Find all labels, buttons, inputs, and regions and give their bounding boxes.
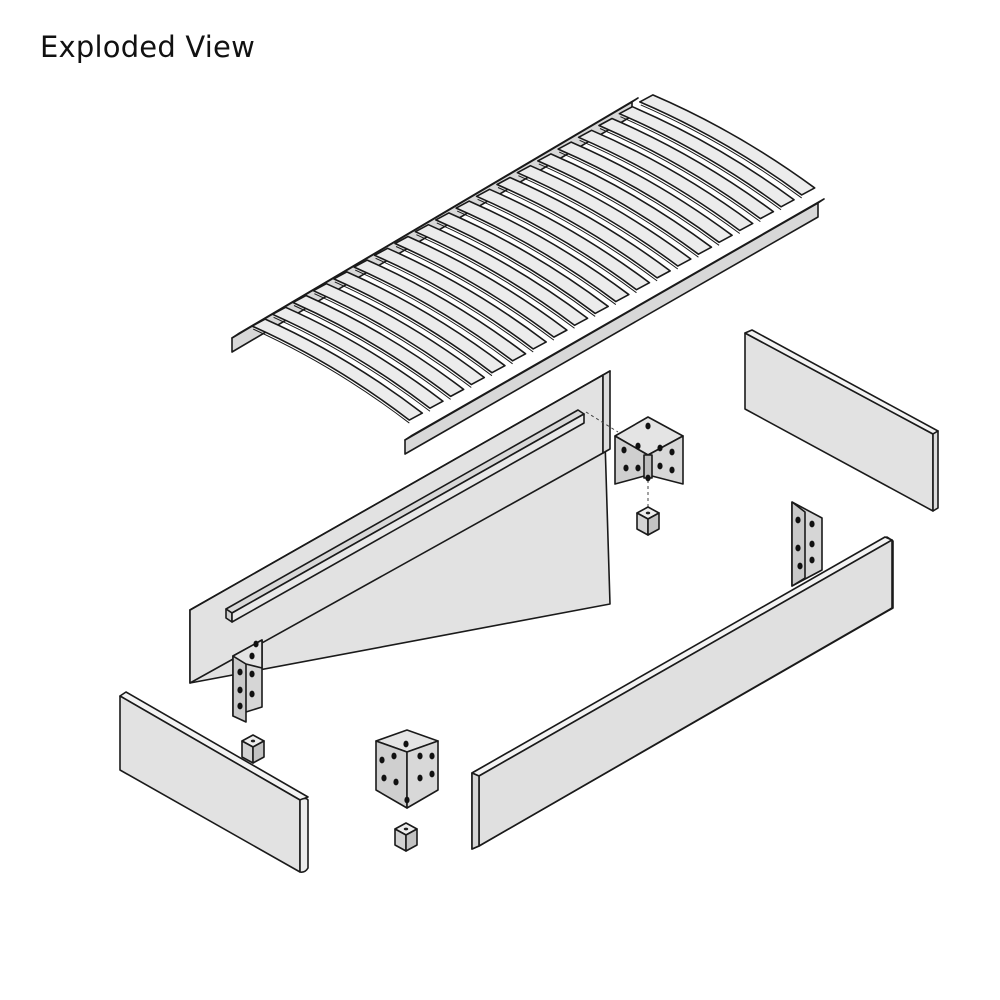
slat-edge: [354, 269, 513, 365]
corner-bracket: [791, 501, 823, 587]
leg-hole: [250, 739, 256, 743]
bracket-top: [232, 639, 263, 669]
screw-hole: [635, 464, 641, 472]
leg-right: [252, 740, 265, 764]
slat-edge: [456, 210, 617, 305]
slat: [516, 164, 692, 267]
screw-hole: [645, 422, 651, 430]
slat: [598, 117, 775, 220]
screw-hole: [809, 520, 815, 528]
headboard-panel: [744, 329, 939, 512]
slat: [414, 223, 589, 327]
screw-hole: [657, 444, 663, 452]
slat-edge: [314, 293, 472, 388]
slat-edge: [579, 139, 741, 234]
screw-hole: [379, 756, 385, 764]
slat: [333, 271, 506, 374]
slatted-base: [231, 94, 825, 455]
leg-block: [636, 506, 660, 536]
screw-hole: [393, 778, 399, 786]
slat-edge: [416, 234, 575, 329]
page-title: Exploded View: [40, 30, 255, 64]
screw-hole: [429, 770, 435, 778]
leg-right: [405, 828, 418, 852]
screw-hole: [669, 448, 675, 456]
screw-hole: [381, 774, 387, 782]
slat-edge: [640, 104, 802, 199]
slat: [292, 294, 465, 398]
screw-hole: [249, 670, 255, 678]
screw-hole: [797, 562, 803, 570]
base-rail-right-face: [404, 202, 819, 455]
screw-hole: [237, 668, 243, 676]
slat: [373, 247, 548, 350]
slat-edge: [477, 198, 637, 294]
slat: [557, 141, 733, 244]
slat-edge: [252, 328, 410, 424]
screw-hole: [237, 702, 243, 710]
slat-edge: [375, 257, 534, 353]
slat: [577, 129, 754, 232]
bracket-web: [643, 454, 653, 479]
slat: [271, 306, 444, 410]
corner-bracket: [614, 416, 684, 510]
screw-hole: [391, 752, 397, 760]
screw-hole: [795, 544, 801, 552]
screw-hole: [237, 686, 243, 694]
screw-hole: [635, 442, 641, 450]
slat: [312, 282, 486, 386]
slat: [475, 188, 651, 291]
screw-hole: [404, 796, 410, 804]
screw-hole: [809, 540, 815, 548]
slat-edge: [334, 281, 493, 377]
screw-hole: [623, 464, 629, 472]
bracket-left: [375, 740, 408, 809]
slat: [618, 105, 795, 208]
leg-hole: [645, 511, 651, 515]
slat: [251, 318, 424, 421]
slat: [394, 235, 568, 338]
screw-hole: [795, 516, 801, 524]
screw-hole: [253, 640, 259, 648]
screw-hole: [249, 652, 255, 660]
slat: [496, 176, 671, 279]
side-rail-right: [471, 536, 894, 850]
screw-hole: [621, 446, 627, 454]
screw-hole: [429, 752, 435, 760]
slat-edge: [558, 151, 720, 246]
slat-edge: [497, 187, 658, 282]
bracket-fold: [791, 501, 806, 587]
screw-hole: [403, 740, 409, 748]
slat-edge: [599, 128, 761, 223]
screw-hole: [669, 466, 675, 474]
leg-right: [647, 512, 660, 536]
slat-edge: [620, 116, 782, 211]
slat-edge: [273, 316, 431, 412]
footboard-panel: [119, 691, 309, 873]
screw-hole: [645, 474, 651, 482]
slat-edge: [436, 222, 596, 317]
slat-edge: [293, 305, 451, 400]
leg-block: [241, 734, 265, 764]
screw-hole: [417, 774, 423, 782]
screw-hole: [657, 462, 663, 470]
leg-block: [394, 822, 418, 852]
slat-edge: [395, 246, 555, 341]
slat-edge: [538, 163, 699, 258]
slat: [639, 94, 816, 196]
slat: [537, 153, 713, 255]
screw-hole: [809, 556, 815, 564]
slat: [435, 212, 609, 315]
slat: [353, 259, 527, 362]
screw-hole: [249, 690, 255, 698]
slat-edge: [518, 175, 679, 270]
side-rail-left: [189, 370, 619, 684]
screw-hole: [417, 752, 423, 760]
slat: [455, 200, 630, 303]
leg-hole: [403, 827, 409, 831]
